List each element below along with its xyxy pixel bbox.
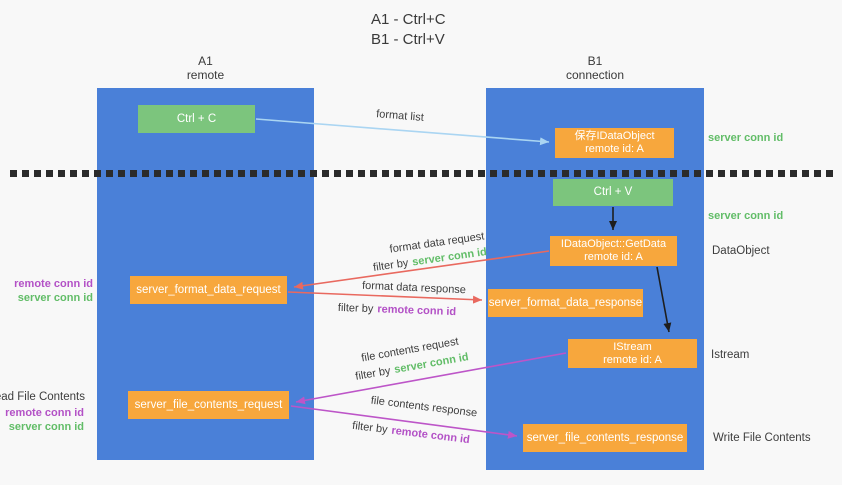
server-format-data-response-node: server_format_data_response — [488, 289, 643, 317]
remote-conn-id-file-label: remote conn id — [5, 407, 84, 419]
idataobject-getdata-line1: IDataObject::GetData — [560, 238, 667, 250]
save-idataobject-line1: 保存IDataObject — [574, 130, 655, 142]
ctrl-v-node: Ctrl + V — [553, 179, 673, 206]
server-conn-id-format-label: server conn id — [17, 292, 93, 304]
server-format-data-request-label: server_format_data_request — [136, 283, 281, 296]
lane-a1-name: A1 — [198, 54, 213, 68]
format-conn-id-pair: remote conn id server conn id — [14, 277, 93, 305]
filter-by-text: filter by — [337, 301, 374, 316]
istream-node: IStream remote id: A — [568, 339, 697, 368]
idataobject-getdata-node: IDataObject::GetData remote id: A — [550, 236, 677, 266]
filter-by-text: filter by — [354, 364, 392, 383]
istream-line2: remote id: A — [603, 353, 662, 366]
file-conn-id-pair: remote conn id server conn id — [5, 406, 84, 434]
file-contents-response-label: file contents response — [370, 394, 478, 420]
server-conn-id-mid-label: server conn id — [708, 210, 784, 222]
filter-by-text: filter by — [372, 257, 410, 274]
filter-by-text: filter by — [351, 419, 389, 437]
server-file-contents-request-node: server_file_contents_request — [128, 391, 289, 419]
server-file-contents-response-label: server_file_contents_response — [526, 431, 684, 444]
ctrl-v-label: Ctrl + V — [593, 186, 633, 198]
lane-header-a1: A1 remote — [97, 54, 314, 82]
read-file-contents-label: Read File Contents — [0, 391, 85, 403]
dataobject-label: DataObject — [712, 245, 770, 257]
lane-b1-role: connection — [565, 68, 625, 82]
server-conn-id-file-label: server conn id — [8, 421, 84, 433]
remote-conn-id-text: remote conn id — [390, 424, 471, 447]
save-idataobject-line2: remote id: A — [585, 143, 644, 155]
title-line-a1: A1 - Ctrl+C — [371, 11, 446, 28]
idataobject-getdata-line2: remote id: A — [584, 251, 643, 263]
server-format-data-response-label: server_format_data_response — [488, 296, 643, 309]
server-file-contents-response-node: server_file_contents_response — [523, 424, 687, 452]
istream-side-label: Istream — [711, 349, 750, 361]
istream-line1: IStream — [613, 340, 652, 353]
server-format-data-request-node: server_format_data_request — [130, 276, 287, 304]
remote-conn-id-format-label: remote conn id — [14, 278, 93, 290]
diagram-title: A1 - Ctrl+C B1 - Ctrl+V — [371, 10, 446, 50]
lane-a1-role: remote — [186, 68, 225, 82]
server-file-contents-request-label: server_file_contents_request — [134, 398, 283, 411]
format-list-label: format list — [375, 108, 425, 124]
save-idataobject-node: 保存IDataObject remote id: A — [555, 128, 674, 158]
format-data-response-label: format data response — [361, 279, 467, 297]
write-file-contents-label: Write File Contents — [713, 432, 811, 444]
title-line-b1: B1 - Ctrl+V — [371, 31, 445, 48]
server-conn-id-top-label: server conn id — [708, 132, 784, 144]
ctrl-c-label: Ctrl + C — [176, 112, 217, 125]
lane-header-b1: B1 connection — [486, 54, 704, 82]
lane-b1-name: B1 — [587, 54, 603, 68]
remote-conn-id-text: remote conn id — [377, 303, 457, 319]
ctrl-c-node: Ctrl + C — [138, 105, 255, 133]
section-divider-dotted-line — [10, 170, 835, 177]
